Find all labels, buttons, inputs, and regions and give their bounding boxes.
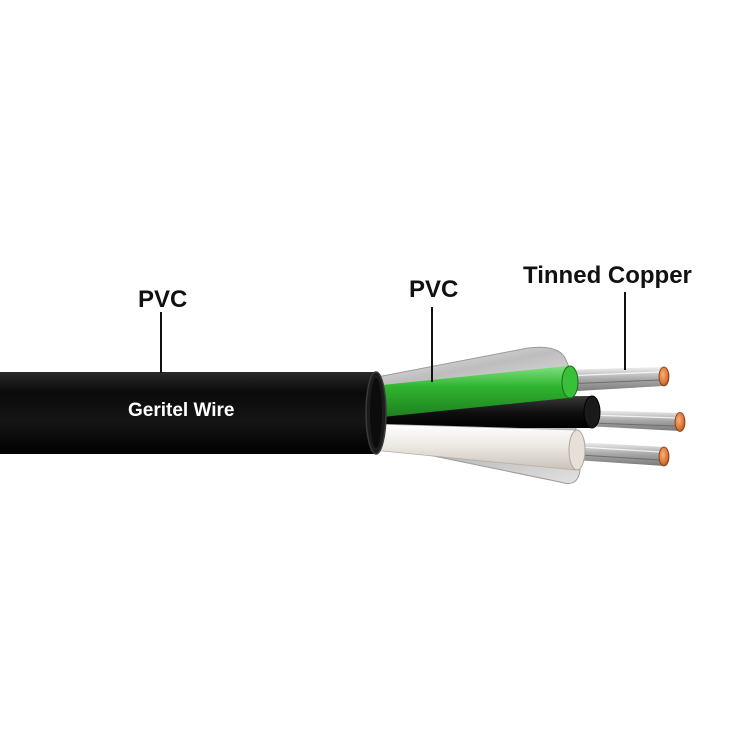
brand-label: Geritel Wire — [128, 400, 234, 421]
outer-jacket-label: PVC — [138, 286, 187, 313]
tinned-copper-strands — [560, 367, 680, 466]
green-insulated-conductor — [372, 365, 579, 418]
copper-core-ends — [658, 366, 686, 467]
white-insulated-conductor — [371, 423, 586, 471]
leader-lines — [160, 292, 626, 382]
conductor-label: Tinned Copper — [523, 262, 692, 289]
outer-pvc-jacket — [0, 371, 387, 455]
inner-insulation-label: PVC — [409, 276, 458, 303]
